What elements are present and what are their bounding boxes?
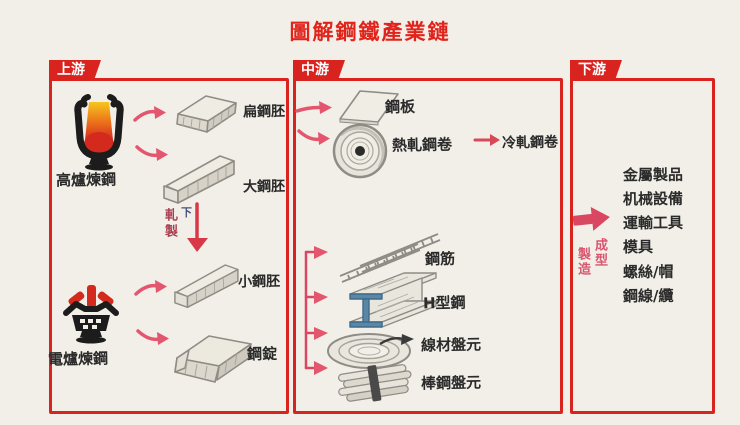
wire-rod-coil-icon <box>327 333 414 369</box>
blast-furnace-icon <box>74 94 124 171</box>
plate-label: 鋼板 <box>384 97 416 117</box>
downstream-item-wire-cable: 鋼線/纜 <box>622 286 674 306</box>
bar-bundle-icon <box>338 364 412 402</box>
downstream-item-screws-nuts: 螺絲/帽 <box>622 262 674 282</box>
downstream-item-transport: 運輸工具 <box>622 213 684 233</box>
arrow-to-cold-coil-icon <box>473 134 500 146</box>
rolling-note: 下 <box>181 206 192 219</box>
billet-label: 小鋼胚 <box>237 273 281 291</box>
process-arrow-icon <box>572 206 610 231</box>
rebar-sketch-icon <box>339 233 441 283</box>
hbeam-sketch-icon <box>349 272 437 328</box>
bar-bundle-label: 棒鋼盤元 <box>420 373 482 393</box>
bloom-label: 大鋼胚 <box>242 178 286 196</box>
arrow-to-plate-icon <box>295 100 333 116</box>
page-title: 圖解鋼鐵產業鏈 <box>289 20 451 44</box>
bloom-sketch-icon <box>163 155 235 204</box>
tab-downstream: 下游 <box>570 60 622 81</box>
blast-furnace-label: 高爐煉鋼 <box>55 170 117 190</box>
downstream-item-machinery: 机械設備 <box>622 189 684 209</box>
wire-rod-coil-label: 線材盤元 <box>420 335 482 355</box>
hot-coil-label: 熱軋鋼卷 <box>391 135 453 155</box>
slab-sketch-icon <box>176 95 237 133</box>
electric-furnace-icon <box>63 285 119 344</box>
process-label-forming: 成型 <box>592 238 607 268</box>
process-label-manufacturing: 製造 <box>575 247 590 277</box>
downstream-item-molds: 模具 <box>622 237 654 257</box>
rolling-down-arrow-icon <box>187 202 208 252</box>
arrow-to-coil-icon <box>297 126 331 148</box>
rolling-process-label: 軋製 <box>162 208 177 240</box>
ingot-sketch-icon <box>174 335 252 383</box>
plate-sketch-icon <box>339 90 399 126</box>
branch-bracket-icon <box>304 246 328 375</box>
hot-coil-sketch-icon <box>332 123 388 179</box>
arrow-to-slab-icon <box>133 103 167 125</box>
tab-upstream: 上游 <box>49 60 101 81</box>
tab-midstream: 中游 <box>293 60 345 81</box>
slab-label: 扁鋼胚 <box>242 103 286 121</box>
arrow-to-billet-icon <box>134 277 168 299</box>
upstream-section: 上游 <box>49 60 289 414</box>
billet-sketch-icon <box>174 264 239 309</box>
electric-furnace-label: 電爐煉鋼 <box>47 349 109 369</box>
downstream-item-metal-products: 金屬製品 <box>622 165 684 185</box>
downstream-section: 下游 <box>570 60 715 414</box>
midstream-section: 中游 <box>293 60 563 414</box>
cold-coil-label: 冷軋鋼卷 <box>501 134 559 152</box>
hbeam-label: H型鋼 <box>422 293 466 313</box>
ingot-label: 鋼錠 <box>246 344 278 364</box>
